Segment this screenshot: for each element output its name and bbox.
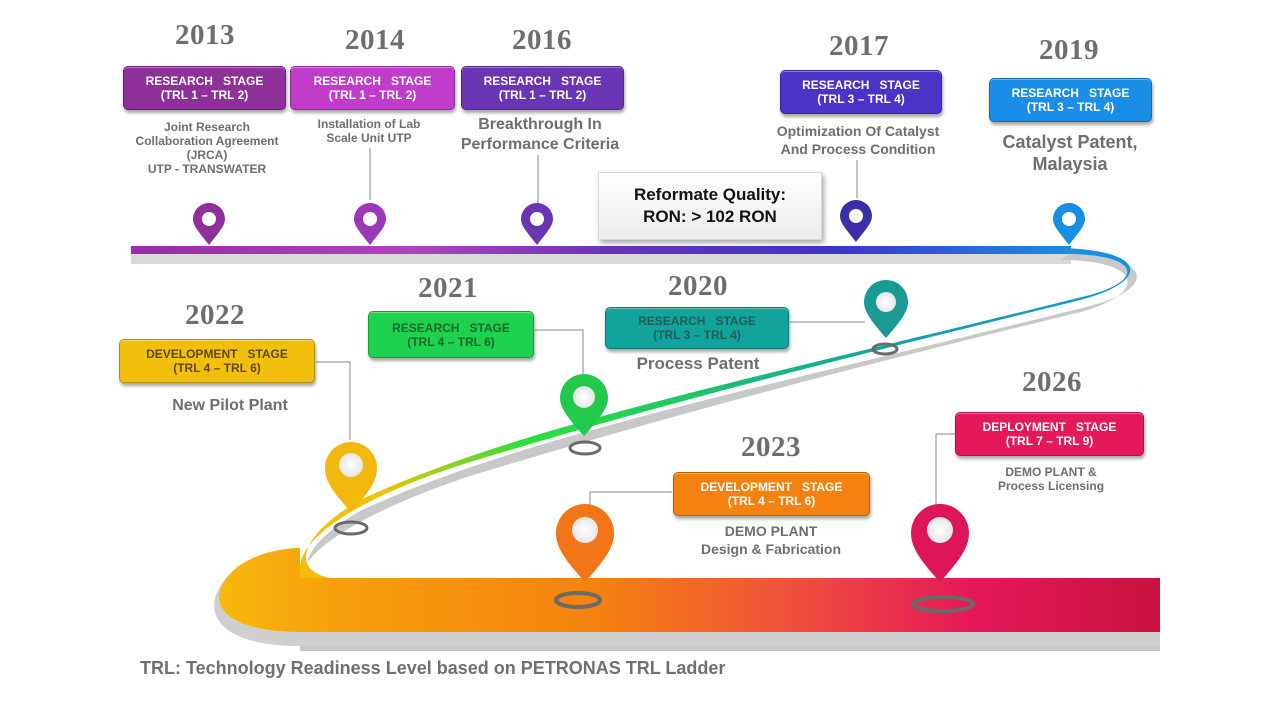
leader-line: [589, 491, 672, 505]
desc-2013: Joint Research Collaboration Agreement (…: [135, 120, 279, 176]
stage-box-2026: DEPLOYMENT STAGE (TRL 7 – TRL 9): [955, 412, 1144, 456]
road-top-shadow: [131, 254, 1071, 264]
road-bottom-band: [218, 548, 1160, 632]
pin-2020: [864, 280, 908, 356]
leader-line: [535, 329, 584, 375]
stage-trl: (TRL 3 – TRL 4): [653, 328, 741, 342]
road-bottom-shadow: [214, 565, 1161, 646]
stage-title: RESEARCH STAGE: [392, 320, 510, 335]
leader-line: [935, 433, 955, 505]
stage-title: RESEARCH STAGE: [638, 314, 756, 328]
stage-title: DEVELOPMENT STAGE: [146, 347, 288, 361]
pin-2021: [560, 374, 608, 456]
stage-trl: (TRL 7 – TRL 9): [1005, 434, 1094, 448]
stage-trl: (TRL 4 – TRL 6): [173, 361, 261, 375]
desc-2026: DEMO PLANT & Process Licensing: [997, 465, 1105, 493]
stage-trl: (TRL 1 – TRL 2): [160, 88, 249, 102]
reformate-quality-callout: Reformate Quality: RON: > 102 RON: [598, 172, 822, 240]
pin-2022: [325, 442, 377, 536]
pin-2013: [193, 203, 225, 245]
pin-2014: [354, 203, 386, 245]
stage-box-2022: DEVELOPMENT STAGE (TRL 4 – TRL 6): [119, 339, 315, 383]
pin-2026: [910, 503, 975, 613]
desc-2020: Process Patent: [636, 354, 760, 373]
stage-box-2017: RESEARCH STAGE (TRL 3 – TRL 4): [780, 70, 942, 114]
callout-line-1: Reformate Quality:: [633, 185, 787, 204]
year-2020: 2020: [668, 270, 728, 302]
callout-line-2: RON: > 102 RON: [643, 207, 777, 226]
pin-2016: [521, 203, 553, 245]
year-2019: 2019: [1039, 34, 1099, 66]
stage-title: DEPLOYMENT STAGE: [982, 420, 1117, 434]
year-2022: 2022: [185, 299, 245, 331]
stage-title: RESEARCH STAGE: [483, 74, 602, 88]
pin-2019: [1053, 203, 1085, 245]
stage-trl: (TRL 4 – TRL 6): [407, 334, 495, 349]
stage-title: RESEARCH STAGE: [1011, 86, 1130, 100]
desc-2016: Breakthrough In Performance Criteria: [460, 116, 620, 153]
year-2021: 2021: [418, 272, 478, 304]
desc-2019: Catalyst Patent, Malaysia: [1002, 132, 1138, 174]
year-2026: 2026: [1022, 366, 1082, 398]
stage-box-2014: RESEARCH STAGE (TRL 1 – TRL 2): [290, 66, 455, 110]
stage-box-2023: DEVELOPMENT STAGE (TRL 4 – TRL 6): [673, 472, 870, 516]
stage-title: RESEARCH STAGE: [802, 78, 920, 92]
footnote: TRL: Technology Readiness Level based on…: [140, 658, 726, 678]
desc-2017: Optimization Of Catalyst And Process Con…: [776, 123, 940, 157]
stage-trl: (TRL 3 – TRL 4): [817, 92, 905, 106]
stage-trl: (TRL 1 – TRL 2): [498, 88, 587, 102]
pin-2017: [840, 200, 872, 242]
desc-2014: Installation of Lab Scale Unit UTP: [317, 117, 421, 145]
road-top-band: [131, 246, 1071, 254]
stage-title: DEVELOPMENT STAGE: [700, 480, 843, 494]
stage-box-2013: RESEARCH STAGE (TRL 1 – TRL 2): [123, 66, 286, 110]
year-2013: 2013: [175, 19, 235, 51]
pin-2023: [554, 504, 614, 609]
stage-title: RESEARCH STAGE: [313, 74, 432, 88]
stage-title: RESEARCH STAGE: [145, 74, 264, 88]
year-2023: 2023: [741, 431, 801, 463]
stage-box-2020: RESEARCH STAGE (TRL 3 – TRL 4): [605, 307, 789, 349]
year-2014: 2014: [345, 24, 405, 56]
year-2016: 2016: [512, 24, 572, 56]
desc-2022: New Pilot Plant: [172, 397, 288, 414]
stage-box-2021: RESEARCH STAGE (TRL 4 – TRL 6): [368, 311, 534, 358]
stage-box-2019: RESEARCH STAGE (TRL 3 – TRL 4): [989, 78, 1152, 122]
stage-trl: (TRL 3 – TRL 4): [1026, 100, 1115, 114]
stage-box-2016: RESEARCH STAGE (TRL 1 – TRL 2): [461, 66, 624, 110]
stage-trl: (TRL 4 – TRL 6): [727, 494, 816, 508]
stage-trl: (TRL 1 – TRL 2): [328, 88, 417, 102]
desc-2023: DEMO PLANT Design & Fabrication: [700, 523, 842, 557]
leader-line: [316, 361, 351, 440]
year-2017: 2017: [829, 30, 889, 62]
